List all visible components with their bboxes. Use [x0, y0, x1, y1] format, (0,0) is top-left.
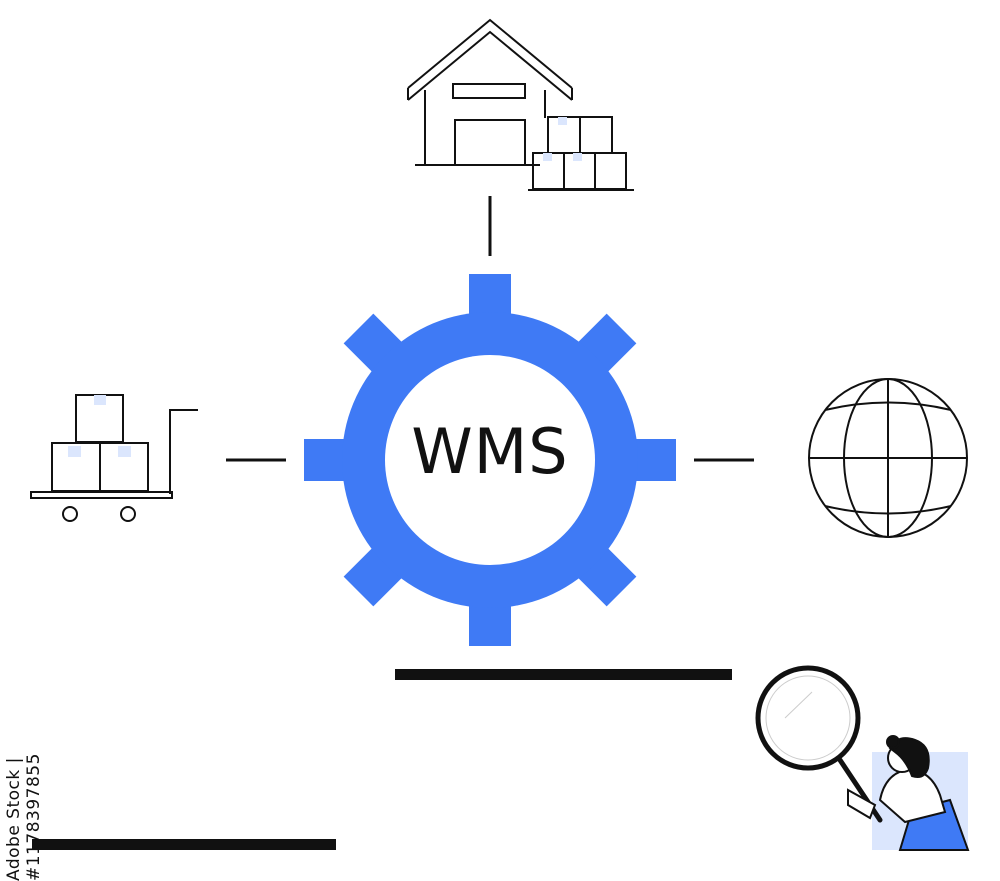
connector-lines	[226, 196, 754, 462]
gear-label: WMS	[411, 415, 569, 488]
hand-truck-boxes-icon	[30, 394, 198, 522]
gear-icon	[304, 274, 676, 646]
divider-bar	[395, 669, 732, 680]
warehouse-icon	[407, 18, 634, 191]
divider-bar	[32, 839, 336, 850]
globe-icon	[808, 378, 968, 538]
stock-watermark: Adobe Stock | #1178397855	[4, 753, 44, 881]
person-figure	[847, 735, 970, 851]
